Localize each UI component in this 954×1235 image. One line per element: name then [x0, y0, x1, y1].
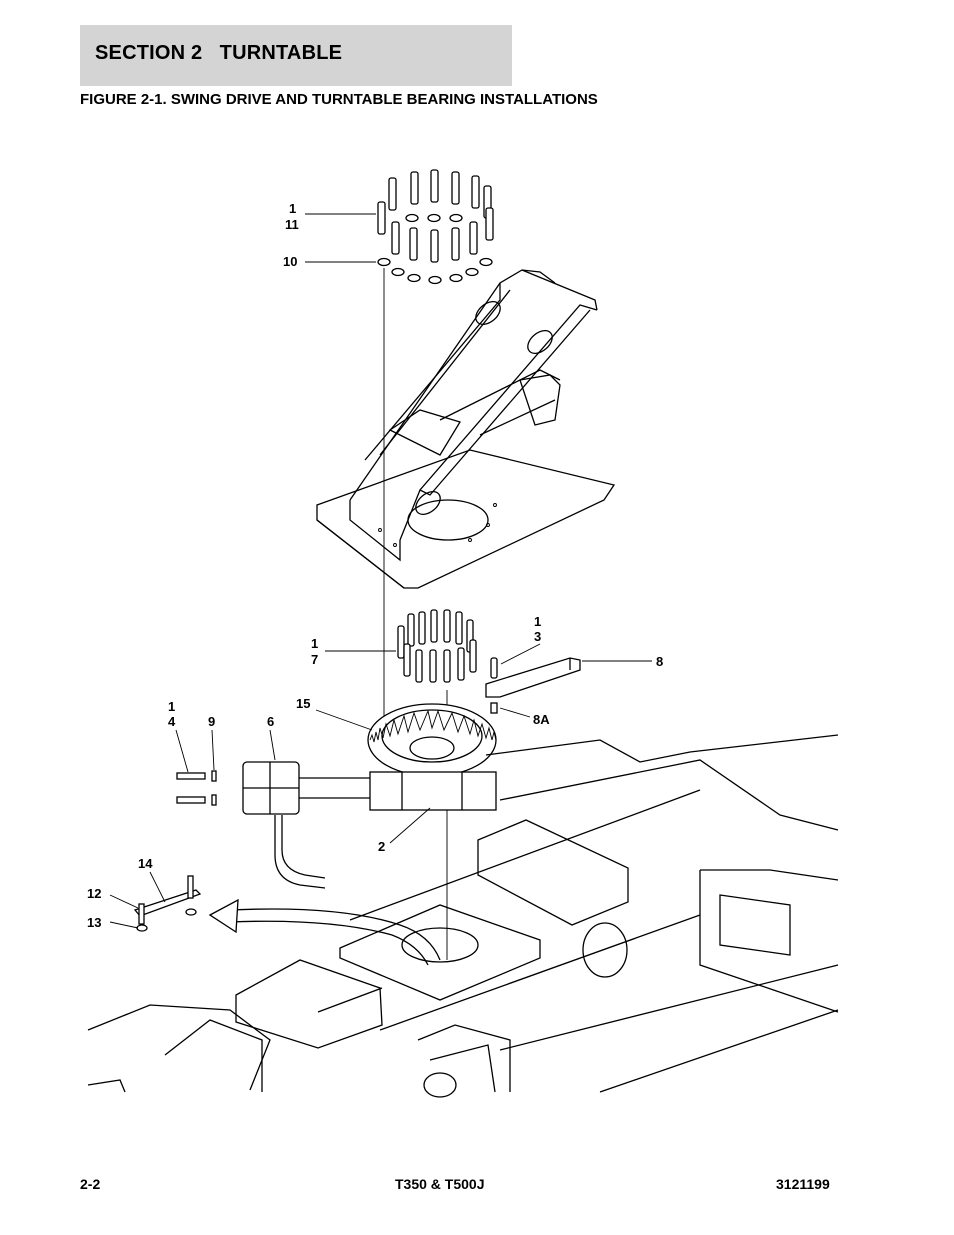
callout-11: 11	[285, 217, 299, 232]
callout-1-3-top: 1	[534, 614, 541, 629]
turntable-bearing	[367, 703, 497, 777]
callout-12: 12	[87, 886, 101, 901]
callout-1-4-top: 1	[168, 699, 175, 714]
turntable-frame	[316, 269, 616, 589]
callout-4: 4	[168, 714, 176, 729]
swing-drive	[369, 771, 497, 811]
callout-7: 7	[311, 652, 318, 667]
callout-1-11-top: 1	[289, 201, 296, 216]
chassis-frame	[87, 734, 839, 1098]
callout-3: 3	[534, 629, 541, 644]
figure-title: FIGURE 2-1. SWING DRIVE AND TURNTABLE BE…	[80, 91, 598, 108]
callout-15: 15	[296, 696, 310, 711]
bolt-icon	[377, 169, 494, 263]
section-title: SECTION 2 TURNTABLE	[95, 42, 343, 64]
model-name: T350 & T500J	[395, 1176, 485, 1192]
callout-9: 9	[208, 714, 215, 729]
callout-10: 10	[283, 254, 297, 269]
callout-14: 14	[138, 856, 153, 871]
washer-icon	[377, 213, 493, 285]
section-header-bar: SECTION 2 TURNTABLE	[80, 25, 512, 86]
strap-assembly	[133, 875, 202, 932]
swing-motor	[176, 761, 370, 889]
page-number: 2-2	[80, 1176, 101, 1192]
callout-13: 13	[87, 915, 101, 930]
callout-6: 6	[267, 714, 274, 729]
callout-8: 8	[656, 654, 663, 669]
callout-2: 2	[378, 839, 385, 854]
document-number: 3121199	[776, 1176, 830, 1192]
callout-1-7-top: 1	[311, 636, 318, 651]
leader-lines	[109, 213, 652, 929]
top-bolt-ring	[377, 169, 494, 285]
callout-8a: 8A	[533, 712, 550, 727]
middle-bolt-ring	[397, 609, 477, 683]
bracket-assembly	[485, 657, 581, 714]
arrow-icon	[208, 898, 441, 966]
